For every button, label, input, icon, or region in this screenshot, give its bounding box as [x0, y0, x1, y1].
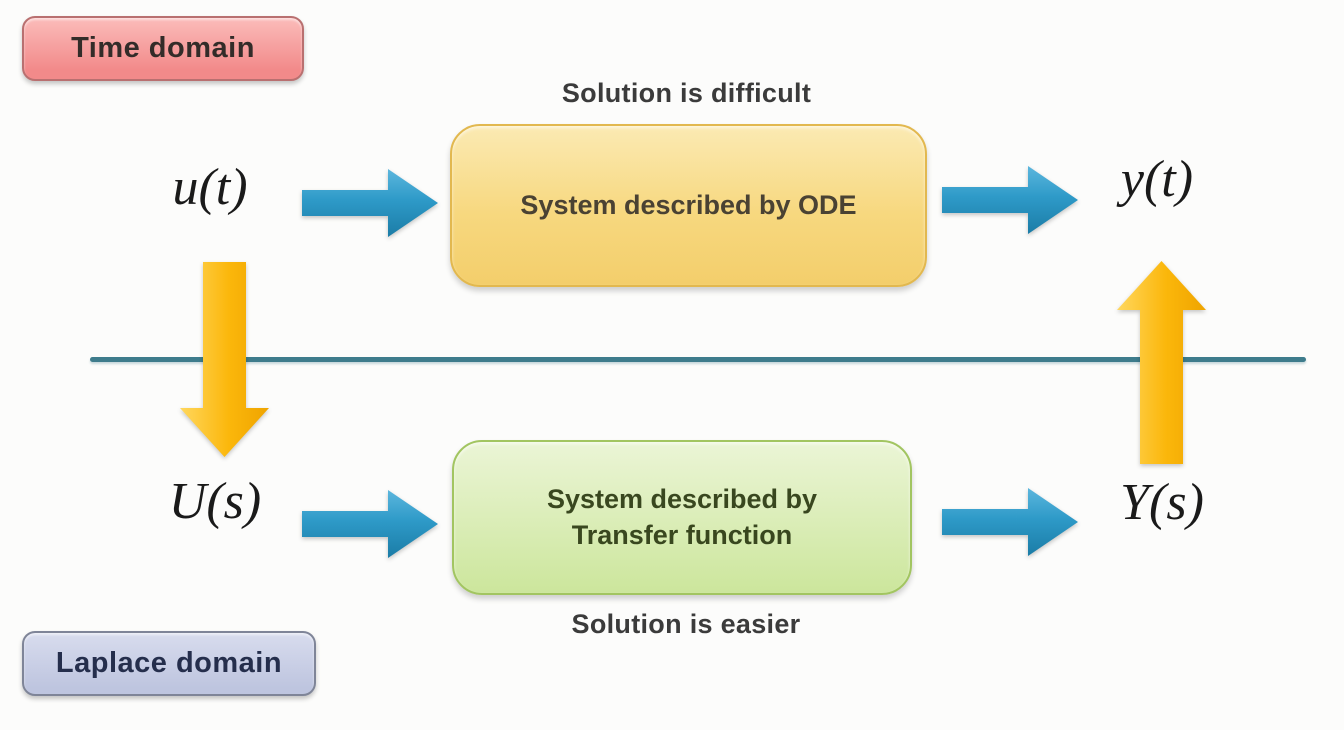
caption-solution-difficult: Solution is difficult — [561, 78, 812, 108]
input-laplace-label: U(s) — [168, 473, 262, 530]
arrow-right-icon — [942, 488, 1078, 556]
output-laplace-label: Y(s) — [1120, 474, 1204, 531]
ode-system-box-label: System described by ODE — [520, 189, 857, 220]
arrow-down-icon — [180, 262, 269, 457]
transfer-function-box-line1: System described by — [546, 484, 818, 515]
laplace-domain-badge-label: Laplace domain — [55, 647, 283, 679]
domain-divider-line — [90, 357, 1306, 362]
input-time-label: u(t) — [172, 159, 248, 216]
laplace-domain-badge: Laplace domain — [22, 631, 316, 696]
ode-system-box: System described by ODE — [450, 124, 927, 287]
output-time-label: y(t) — [1120, 151, 1194, 208]
arrow-right-icon — [302, 490, 438, 558]
transfer-function-box-line2: Transfer function — [571, 519, 793, 550]
arrow-right-icon — [942, 166, 1078, 234]
time-domain-badge: Time domain — [22, 16, 304, 81]
arrow-right-icon — [302, 169, 438, 237]
caption-solution-easier: Solution is easier — [571, 609, 801, 639]
arrow-up-icon — [1117, 261, 1206, 464]
time-domain-badge-label: Time domain — [71, 32, 255, 64]
transfer-function-box: System described by Transfer function — [452, 440, 912, 595]
